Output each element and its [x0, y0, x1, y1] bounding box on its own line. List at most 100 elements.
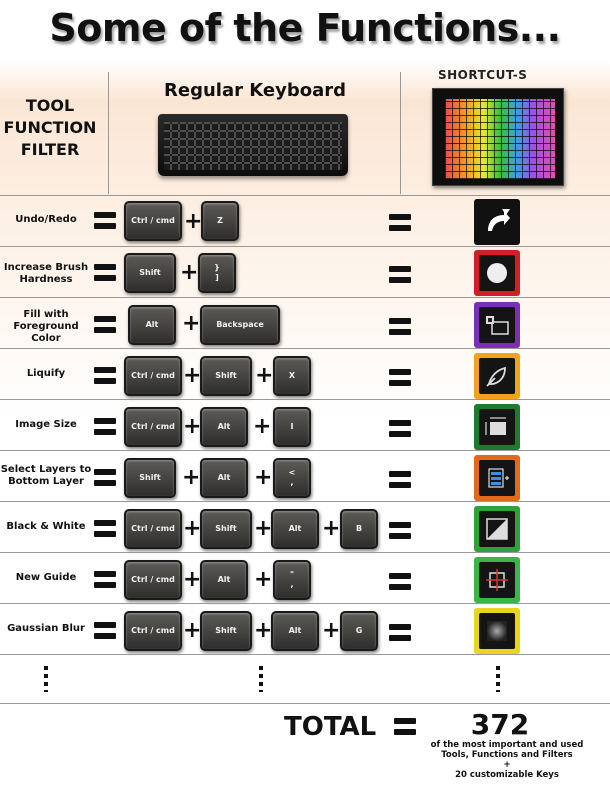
row-divider	[0, 603, 610, 604]
row-divider	[0, 654, 610, 655]
total-label: TOTAL	[284, 712, 377, 742]
shortcut-s-device-image	[432, 88, 564, 186]
gaussian-blur-icon	[474, 608, 520, 654]
equals-sign	[94, 571, 116, 588]
equals-sign	[389, 266, 411, 283]
equals-sign	[389, 471, 411, 488]
column-divider	[400, 72, 401, 194]
equals-sign	[389, 420, 411, 437]
brand-name: SHORTCUT-S	[438, 68, 528, 82]
row-label: Increase Brush Hardness	[3, 262, 89, 285]
new-guide-icon	[474, 557, 520, 603]
plus-sign: +	[183, 516, 202, 541]
continuation-dots	[44, 666, 48, 692]
column-header-tool: TOOL FUNCTION FILTER	[0, 95, 100, 161]
page-title: Some of the Functions...	[49, 6, 561, 50]
row-label: Undo/Redo	[15, 214, 77, 225]
shortcut-s-logo: SHORTCUT-S	[438, 68, 578, 82]
key-shift: Shift	[200, 356, 252, 396]
row-label: Image Size	[15, 419, 77, 430]
total-value: 372	[470, 708, 530, 741]
plus-sign: +	[182, 465, 201, 490]
plus-sign: +	[183, 414, 202, 439]
key-alt: Alt	[200, 407, 248, 447]
equals-sign	[389, 214, 411, 231]
row-divider	[0, 297, 610, 298]
column-header-tool-line3: FILTER	[20, 140, 80, 159]
plus-sign: +	[254, 618, 273, 643]
continuation-dots	[259, 666, 263, 692]
equals-sign	[389, 624, 411, 641]
key-alt: Alt	[271, 509, 319, 549]
row-label: Gaussian Blur	[7, 623, 85, 634]
plus-sign: +	[183, 567, 202, 592]
key-alt: Alt	[271, 611, 319, 651]
select-layers-icon	[474, 455, 520, 501]
row-label: Liquify	[26, 368, 66, 379]
key-comma: < ,	[273, 458, 311, 498]
key-b: B	[340, 509, 378, 549]
liquify-icon	[474, 353, 520, 399]
key-backspace: Backspace	[200, 305, 280, 345]
column-divider	[108, 72, 109, 194]
key-alt: Alt	[128, 305, 176, 345]
equals-sign	[94, 469, 116, 486]
row-divider	[0, 348, 610, 349]
equals-sign	[389, 573, 411, 590]
key-bracket: } ]	[198, 253, 236, 293]
key-alt: Alt	[200, 458, 248, 498]
key-ctrl: Ctrl / cmd	[124, 356, 182, 396]
key-i: I	[273, 407, 311, 447]
keyboard-image	[158, 114, 348, 176]
plus-sign: +	[253, 414, 272, 439]
fill-foreground-icon	[474, 302, 520, 348]
total-desc-line2: Tools, Functions and Filters	[441, 750, 573, 760]
equals-sign	[94, 367, 116, 384]
plus-sign: +	[322, 618, 341, 643]
key-shift: Shift	[200, 509, 252, 549]
equals-sign	[94, 316, 116, 333]
key-g: G	[340, 611, 378, 651]
row-divider	[0, 703, 610, 704]
row-label: New Guide	[15, 572, 77, 583]
total-desc-line4: 20 customizable Keys	[455, 770, 559, 780]
key-shift: Shift	[124, 458, 176, 498]
brush-hardness-icon	[474, 250, 520, 296]
plus-sign: +	[184, 209, 203, 234]
row-divider	[0, 195, 610, 196]
total-desc-line1: of the most important and used	[430, 740, 584, 750]
row-divider	[0, 552, 610, 553]
row-divider	[0, 501, 610, 502]
plus-sign: +	[255, 363, 274, 388]
key-ctrl: Ctrl / cmd	[124, 407, 182, 447]
equals-sign	[94, 264, 116, 281]
total-desc-line3: +	[503, 760, 511, 770]
equals-sign	[389, 369, 411, 386]
plus-sign: +	[182, 311, 201, 336]
black-white-icon	[474, 506, 520, 552]
plus-sign: +	[183, 363, 202, 388]
total-description: of the most important and used Tools, Fu…	[412, 740, 602, 780]
plus-sign: +	[254, 465, 273, 490]
equals-sign	[94, 418, 116, 435]
key-ctrl: Ctrl / cmd	[124, 509, 182, 549]
key-shift: Shift	[124, 253, 176, 293]
equals-sign	[389, 318, 411, 335]
row-divider	[0, 399, 610, 400]
undo-redo-icon	[474, 199, 520, 245]
key-x: X	[273, 356, 311, 396]
plus-sign: +	[322, 516, 341, 541]
equals-sign	[94, 212, 116, 229]
image-size-icon	[474, 404, 520, 450]
key-ctrl: Ctrl / cmd	[124, 201, 182, 241]
row-divider	[0, 246, 610, 247]
equals-sign	[94, 520, 116, 537]
plus-sign: +	[183, 618, 202, 643]
column-header-regular-keyboard: Regular Keyboard	[164, 80, 346, 101]
key-ctrl: Ctrl / cmd	[124, 611, 182, 651]
key-alt: Alt	[200, 560, 248, 600]
key-z: Z	[201, 201, 239, 241]
row-divider	[0, 450, 610, 451]
continuation-dots	[496, 666, 500, 692]
plus-sign: +	[180, 260, 199, 285]
